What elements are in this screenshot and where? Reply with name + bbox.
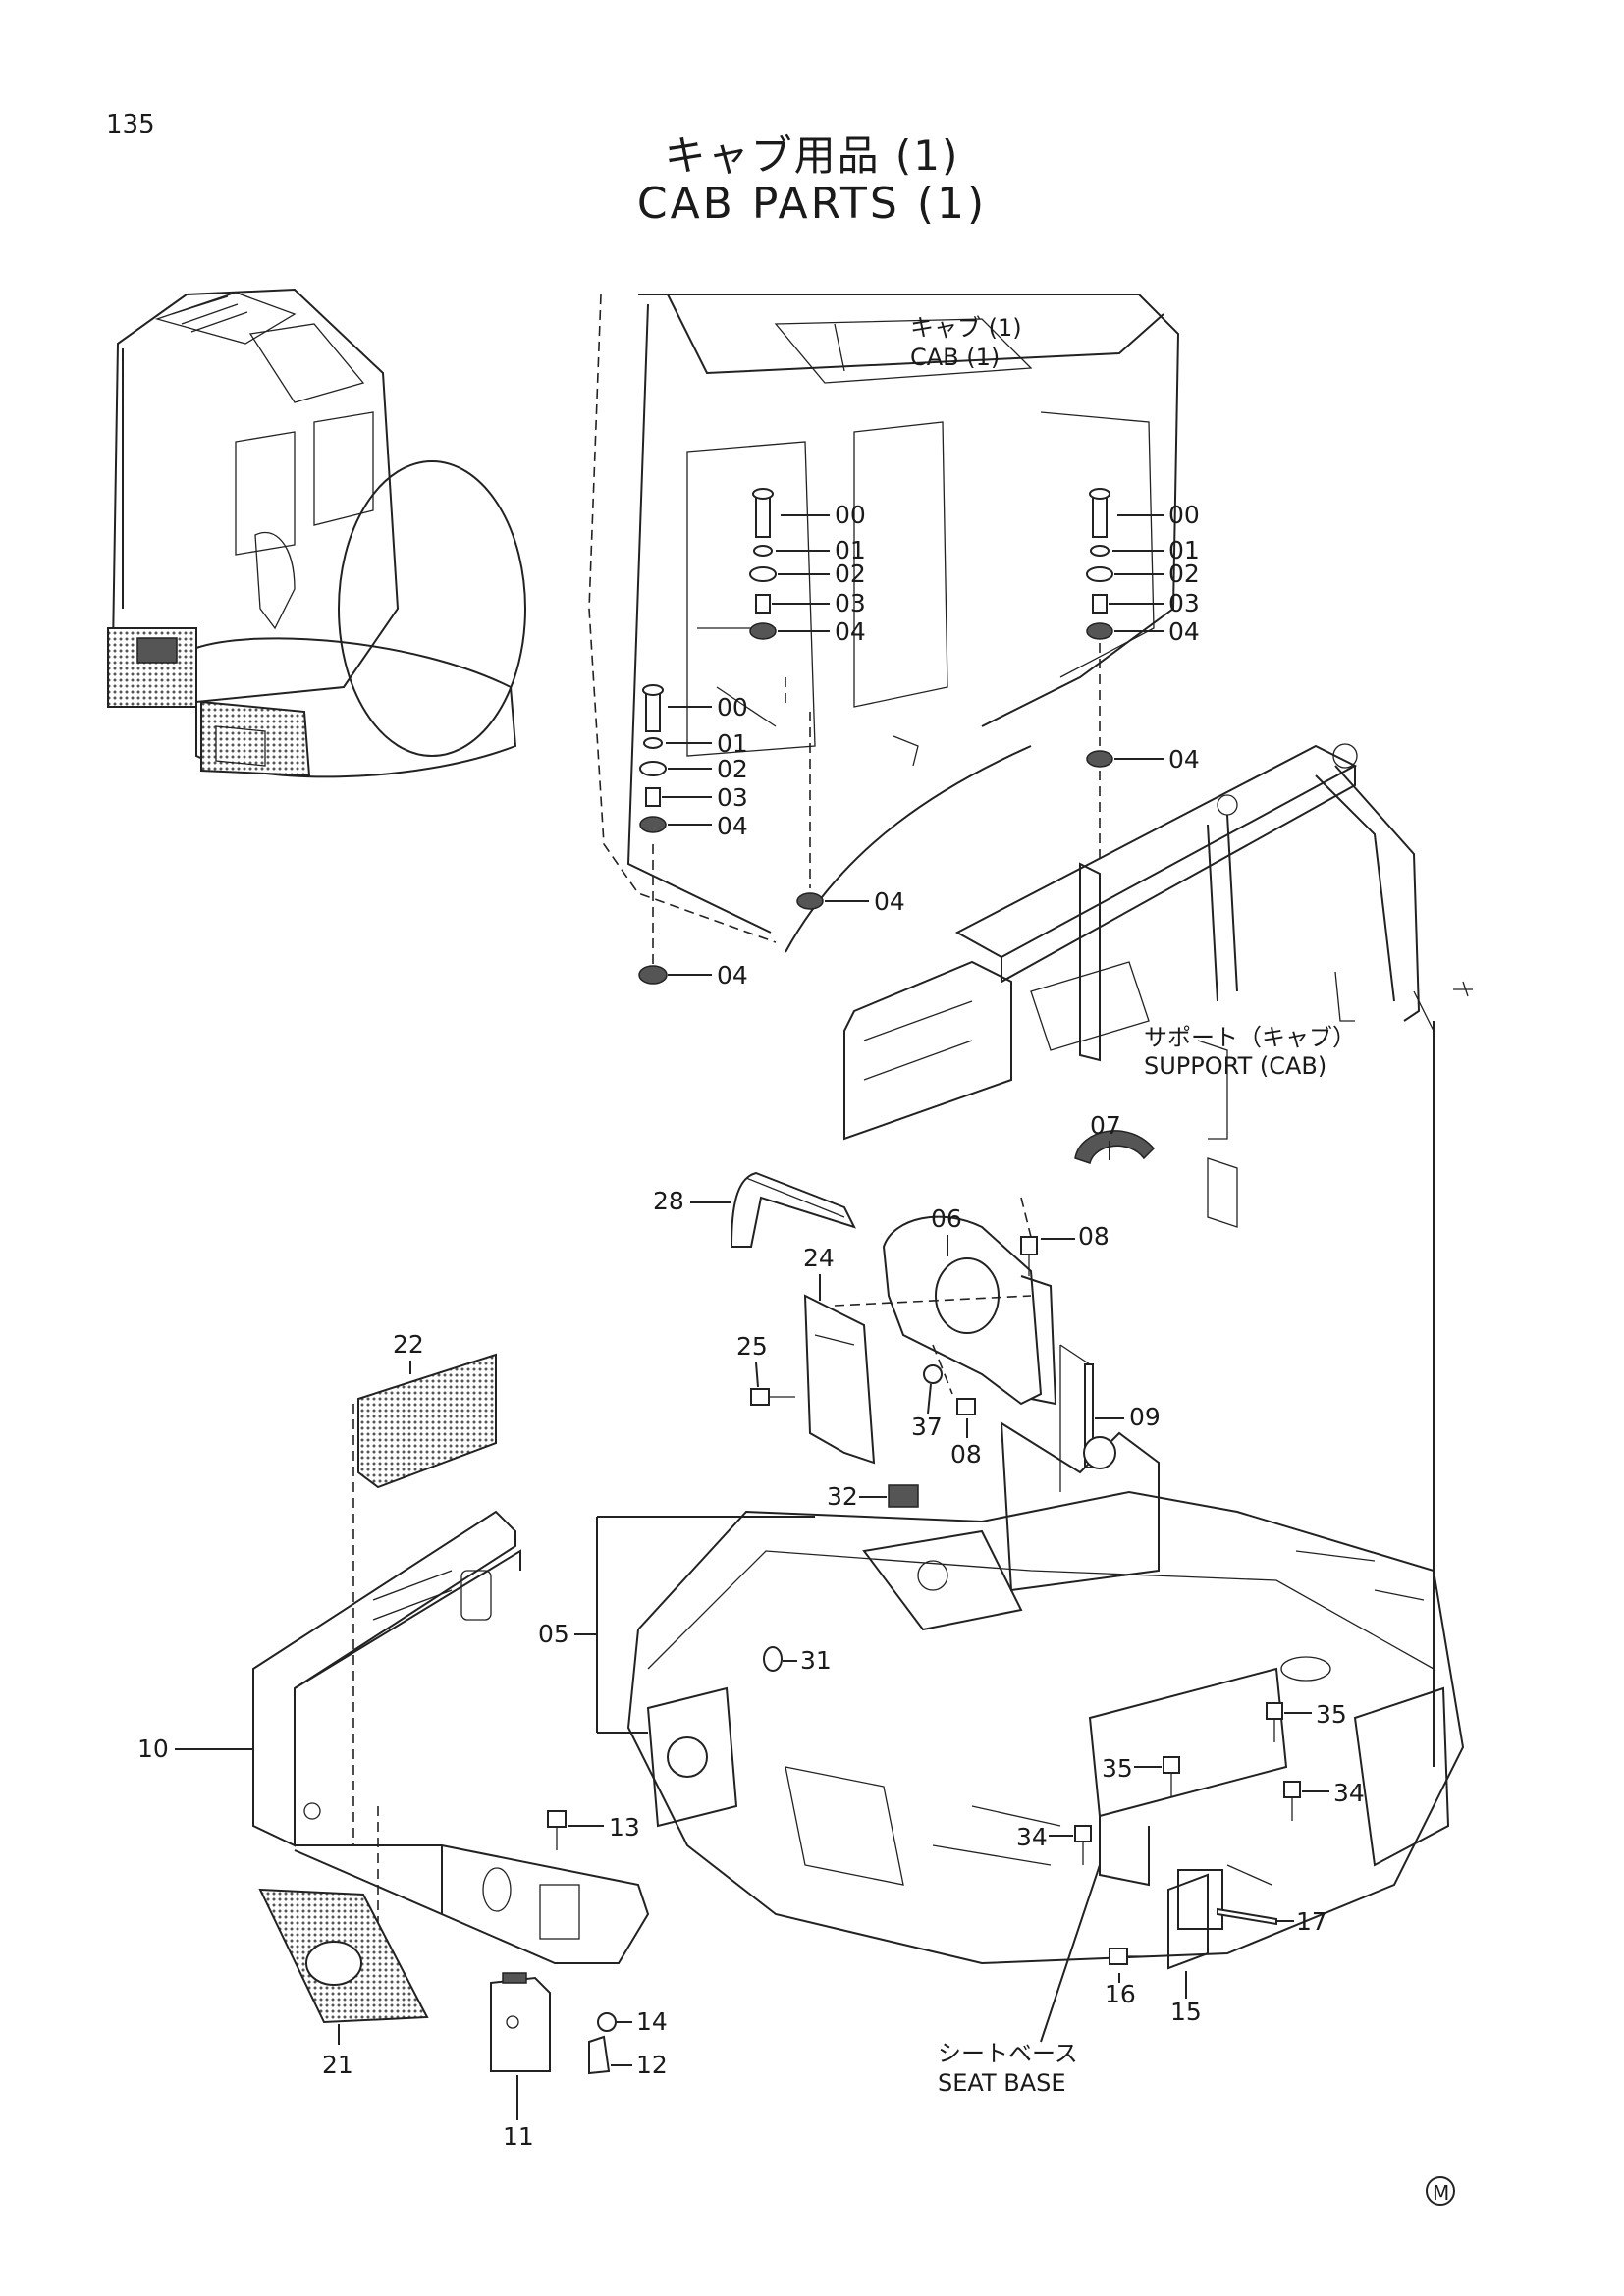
part-number-04f: 04 [874,887,905,916]
part-number-11: 11 [503,2122,534,2151]
pedestal-assembly [730,1130,1156,1492]
part-number-31: 31 [800,1646,832,1675]
part-number-08a: 08 [1078,1222,1110,1251]
page-number: 135 [106,110,155,139]
part-number-02c: 02 [717,755,748,783]
cab-illustration [588,294,1180,953]
part-number-12: 12 [636,2051,668,2079]
part-number-03a: 03 [835,589,866,617]
part-number-09: 09 [1129,1403,1161,1431]
part-number-32: 32 [827,1482,858,1511]
cab-label-en: CAB (1) [910,344,1000,371]
part-number-01a: 01 [835,536,866,564]
part-number-15: 15 [1170,1998,1202,2026]
machine-overview-illustration [107,288,526,778]
part-number-25: 25 [736,1332,768,1361]
part-number-01b: 01 [1168,536,1200,564]
part-number-04b: 04 [1168,617,1200,646]
part-number-01c: 01 [717,729,748,758]
part-31-clip [763,1646,783,1672]
part-number-35b: 35 [1102,1754,1133,1783]
part-number-34a: 34 [1333,1779,1365,1807]
floor-bolts: 35 35 34 34 [1016,1700,1365,1865]
part-number-00c: 00 [717,693,748,721]
part-number-17: 17 [1296,1907,1327,1936]
part-number-03c: 03 [717,783,748,812]
part-number-16: 16 [1105,1980,1136,2008]
cab-label-jp: キャブ (1) [910,314,1022,342]
part-number-02b: 02 [1168,560,1200,588]
manufacturer-mark-icon [1426,2176,1455,2206]
cover-plate-15: 17 16 15 [1105,1873,1327,2026]
mount-washer-mid: 04 [785,677,905,916]
part-number-07: 07 [1090,1111,1121,1140]
part-number-00b: 00 [1168,501,1200,529]
support-cab-label-en: SUPPORT (CAB) [1144,1052,1326,1080]
part-number-13: 13 [609,1813,640,1842]
floor-frame-illustration [626,1421,1465,1965]
manufacturer-mark: M [1433,2181,1449,2205]
lamp-cover-11 [490,1972,617,2075]
part-number-04d: 04 [717,812,748,840]
part-number-00a: 00 [835,501,866,529]
mount-stack-left-upper: 00 01 02 03 04 [749,488,866,646]
mount-stack-left-lower: 00 01 02 03 04 04 [638,684,748,989]
part-number-04e: 04 [717,961,748,989]
part-number-35a: 35 [1316,1700,1347,1729]
title-japanese: キャブ用品 (1) [664,132,960,180]
cab-support-frame [843,743,1473,1228]
part-number-02a: 02 [835,560,866,588]
part-number-14: 14 [636,2007,668,2036]
part-13-bolt [547,1810,567,1828]
part-number-03b: 03 [1168,589,1200,617]
page-title: キャブ用品 (1) CAB PARTS (1) [0,132,1624,230]
seat-base-label-jp: シートベース [938,2040,1078,2067]
part-number-37: 37 [911,1413,943,1441]
title-english: CAB PARTS (1) [636,179,988,230]
part-number-28: 28 [653,1187,684,1215]
rear-cover-assembly [252,1353,650,2024]
part-number-22: 22 [393,1330,424,1359]
part-05-bracket: 05 [538,1516,815,1734]
seat-base-leader-line [1040,1864,1101,2043]
seat-base-label-en: SEAT BASE [938,2069,1066,2097]
part-number-05: 05 [538,1620,569,1648]
part-number-10: 10 [137,1735,169,1763]
part-number-04a: 04 [835,617,866,646]
part-number-08b: 08 [950,1440,982,1468]
part-number-04c: 04 [1168,745,1200,774]
mount-stack-right-upper: 00 01 02 03 04 04 [1086,488,1200,864]
part-number-21: 21 [322,2051,353,2079]
part-32-block [888,1484,919,1508]
support-cab-label-jp: サポート（キャブ） [1144,1024,1356,1051]
part-number-24: 24 [803,1244,835,1272]
part-number-06: 06 [931,1204,962,1233]
part-number-34b: 34 [1016,1823,1048,1851]
